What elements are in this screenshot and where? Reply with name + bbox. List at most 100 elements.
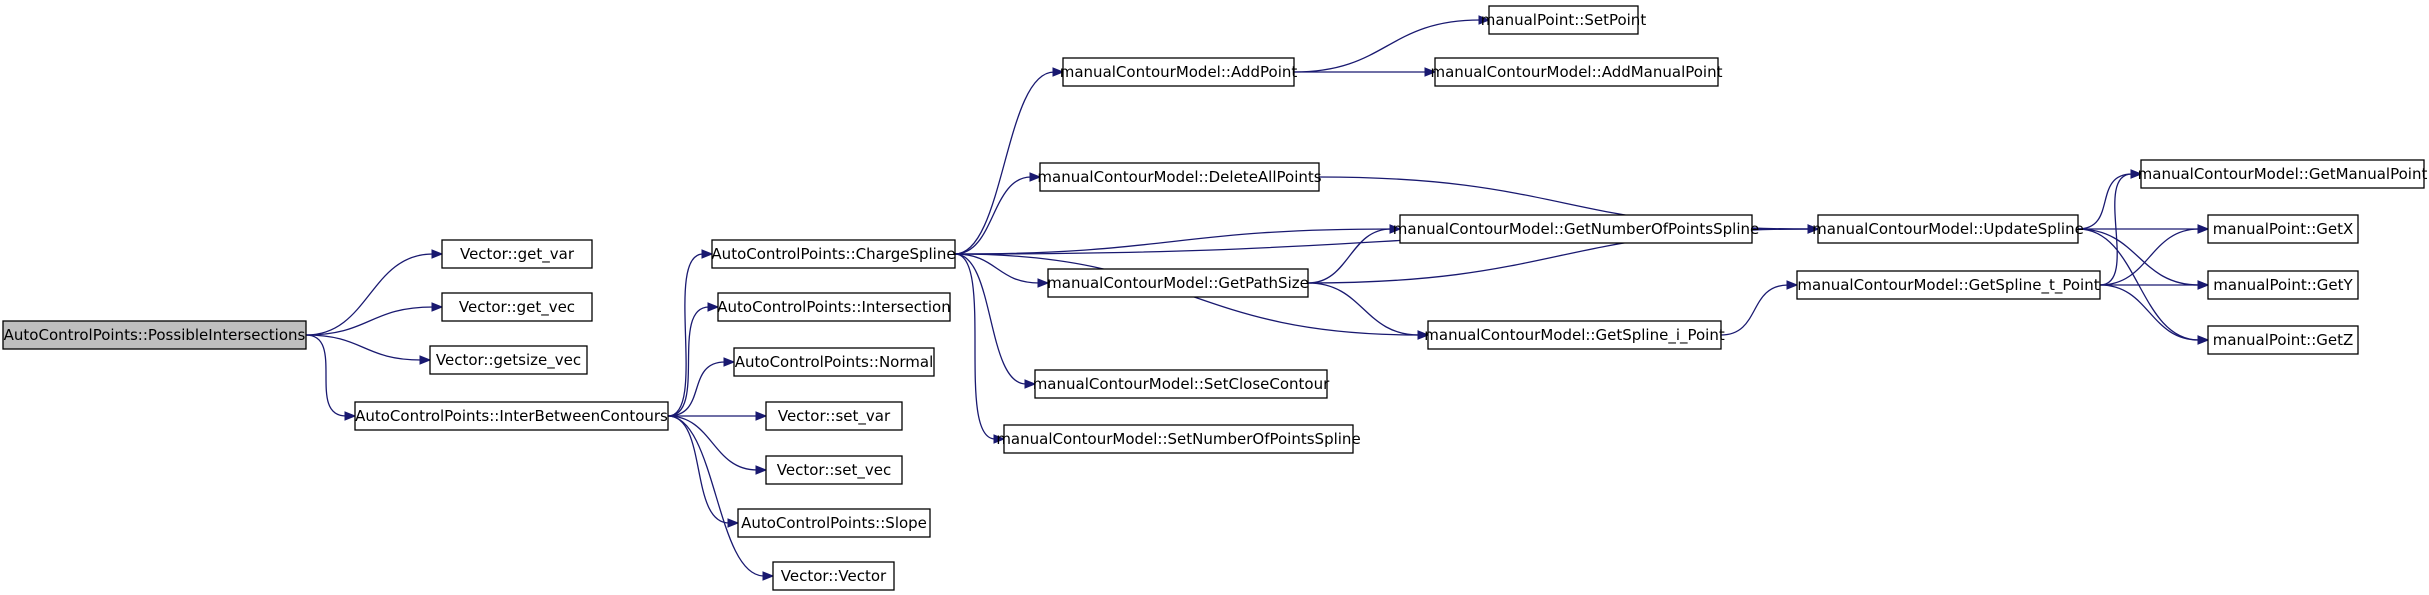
node-label: manualContourModel::DeleteAllPoints <box>1037 168 1321 186</box>
node-box[interactable] <box>441 239 593 269</box>
node-label: manualContourModel::GetSpline_t_Point <box>1797 276 2099 295</box>
arrowhead-n5-n13 <box>1029 172 1042 182</box>
node-n25[interactable]: manualPoint::GetY <box>2207 270 2359 300</box>
node-n20[interactable]: manualContourModel::GetSpline_i_Point <box>1424 320 1725 350</box>
node-box[interactable] <box>1434 57 1719 87</box>
node-box[interactable] <box>2207 325 2359 355</box>
node-label: Vector::Vector <box>781 567 887 585</box>
node-label: AutoControlPoints::Slope <box>741 514 927 532</box>
node-box[interactable] <box>1047 268 1309 298</box>
node-n8[interactable]: Vector::set_var <box>765 401 903 431</box>
node-box[interactable] <box>1003 424 1354 454</box>
node-label: AutoControlPoints::PossibleIntersections <box>4 326 306 344</box>
arrowhead-n4-n9 <box>755 465 768 475</box>
arrowhead-n4-n8 <box>755 411 768 421</box>
arrowhead-n5-n14 <box>1037 278 1050 288</box>
arrowhead-n14-n20 <box>1417 330 1430 340</box>
arrowhead-n12-n18 <box>1424 67 1437 77</box>
edge-n22-n24 <box>2099 228 2200 286</box>
node-n21[interactable]: manualContourModel::UpdateSpline <box>1812 214 2084 244</box>
edge-n21-n23 <box>2077 173 2133 230</box>
arrowhead-n4-n7 <box>723 357 736 367</box>
node-box[interactable] <box>441 292 593 322</box>
node-n7[interactable]: AutoControlPoints::Normal <box>733 347 935 377</box>
node-box[interactable] <box>717 292 951 322</box>
node-box[interactable] <box>429 345 588 375</box>
node-box[interactable] <box>2207 270 2359 300</box>
edge-n5-n13 <box>954 176 1032 255</box>
node-n5[interactable]: AutoControlPoints::ChargeSpline <box>711 239 956 269</box>
node-n16[interactable]: manualContourModel::SetNumberOfPointsSpl… <box>996 424 1361 454</box>
edge-n14-n19 <box>1307 228 1392 284</box>
node-label: manualContourModel::AddManualPoint <box>1430 63 1722 81</box>
edges-layer <box>305 15 2210 581</box>
node-box[interactable] <box>772 561 895 591</box>
arrowhead-n12-n17 <box>1478 15 1491 25</box>
node-label: manualContourModel::UpdateSpline <box>1812 220 2084 238</box>
edge-n5-n12 <box>954 71 1055 255</box>
node-n18[interactable]: manualContourModel::AddManualPoint <box>1430 57 1723 87</box>
node-box[interactable] <box>1399 214 1753 244</box>
node-n14[interactable]: manualContourModel::GetPathSize <box>1047 268 1309 298</box>
edge-n5-n14 <box>954 253 1040 284</box>
node-label: AutoControlPoints::Intersection <box>717 298 950 316</box>
node-label: manualContourModel::GetNumberOfPointsSpl… <box>1393 220 1759 238</box>
node-box[interactable] <box>1427 320 1722 350</box>
node-box[interactable] <box>711 239 956 269</box>
node-n22[interactable]: manualContourModel::GetSpline_t_Point <box>1796 270 2101 300</box>
edge-n0-n1 <box>305 253 434 336</box>
arrowhead-n4-n10 <box>727 518 740 528</box>
node-label: AutoControlPoints::ChargeSpline <box>711 245 955 263</box>
arrowhead-n5-n16 <box>993 434 1006 444</box>
node-label: manualPoint::GetX <box>2213 220 2354 238</box>
node-box[interactable] <box>733 347 935 377</box>
node-box[interactable] <box>1488 5 1639 35</box>
node-label: AutoControlPoints::InterBetweenContours <box>355 407 668 425</box>
node-n19[interactable]: manualContourModel::GetNumberOfPointsSpl… <box>1393 214 1759 244</box>
arrowhead-n0-n4 <box>344 411 357 421</box>
node-n24[interactable]: manualPoint::GetX <box>2207 214 2359 244</box>
node-box[interactable] <box>1039 162 1320 192</box>
arrowhead-n22-n26 <box>2197 335 2210 345</box>
edge-n0-n2 <box>305 306 434 336</box>
node-box[interactable] <box>1034 369 1328 399</box>
node-label: manualPoint::GetY <box>2213 276 2353 294</box>
node-n6[interactable]: AutoControlPoints::Intersection <box>717 292 951 322</box>
node-box[interactable] <box>2207 214 2359 244</box>
node-box[interactable] <box>2 320 307 350</box>
node-box[interactable] <box>765 401 903 431</box>
node-n17[interactable]: manualPoint::SetPoint <box>1481 5 1647 35</box>
node-n13[interactable]: manualContourModel::DeleteAllPoints <box>1037 162 1322 192</box>
node-box[interactable] <box>737 508 931 538</box>
node-n3[interactable]: Vector::getsize_vec <box>429 345 588 375</box>
edge-n5-n19 <box>954 228 1392 255</box>
node-n15[interactable]: manualContourModel::SetCloseContour <box>1033 369 1330 399</box>
edge-n4-n9 <box>667 415 758 471</box>
node-n23[interactable]: manualContourModel::GetManualPoint <box>2138 159 2428 189</box>
node-box[interactable] <box>1062 57 1295 87</box>
node-n11[interactable]: Vector::Vector <box>772 561 895 591</box>
arrowhead-n22-n25 <box>2197 280 2210 290</box>
node-label: Vector::get_var <box>460 245 575 264</box>
node-n10[interactable]: AutoControlPoints::Slope <box>737 508 931 538</box>
node-n4[interactable]: AutoControlPoints::InterBetweenContours <box>354 401 669 431</box>
node-box[interactable] <box>1796 270 2101 300</box>
node-n9[interactable]: Vector::set_vec <box>765 455 903 485</box>
node-label: Vector::getsize_vec <box>436 351 581 370</box>
arrowhead-n0-n2 <box>431 302 444 312</box>
node-box[interactable] <box>354 401 669 431</box>
edge-n14-n20 <box>1307 282 1420 336</box>
node-label: manualContourModel::GetManualPoint <box>2138 165 2428 183</box>
node-n12[interactable]: manualContourModel::AddPoint <box>1060 57 1298 87</box>
edge-n22-n23 <box>2099 173 2133 286</box>
node-n26[interactable]: manualPoint::GetZ <box>2207 325 2359 355</box>
node-label: manualContourModel::AddPoint <box>1060 63 1298 81</box>
node-n0[interactable]: AutoControlPoints::PossibleIntersections <box>2 320 307 350</box>
arrowhead-n20-n22 <box>1786 280 1799 290</box>
node-box[interactable] <box>1817 214 2079 244</box>
node-box[interactable] <box>2140 159 2425 189</box>
node-box[interactable] <box>765 455 903 485</box>
node-n2[interactable]: Vector::get_vec <box>441 292 593 322</box>
node-n1[interactable]: Vector::get_var <box>441 239 593 269</box>
arrowhead-n14-n19 <box>1389 224 1402 234</box>
